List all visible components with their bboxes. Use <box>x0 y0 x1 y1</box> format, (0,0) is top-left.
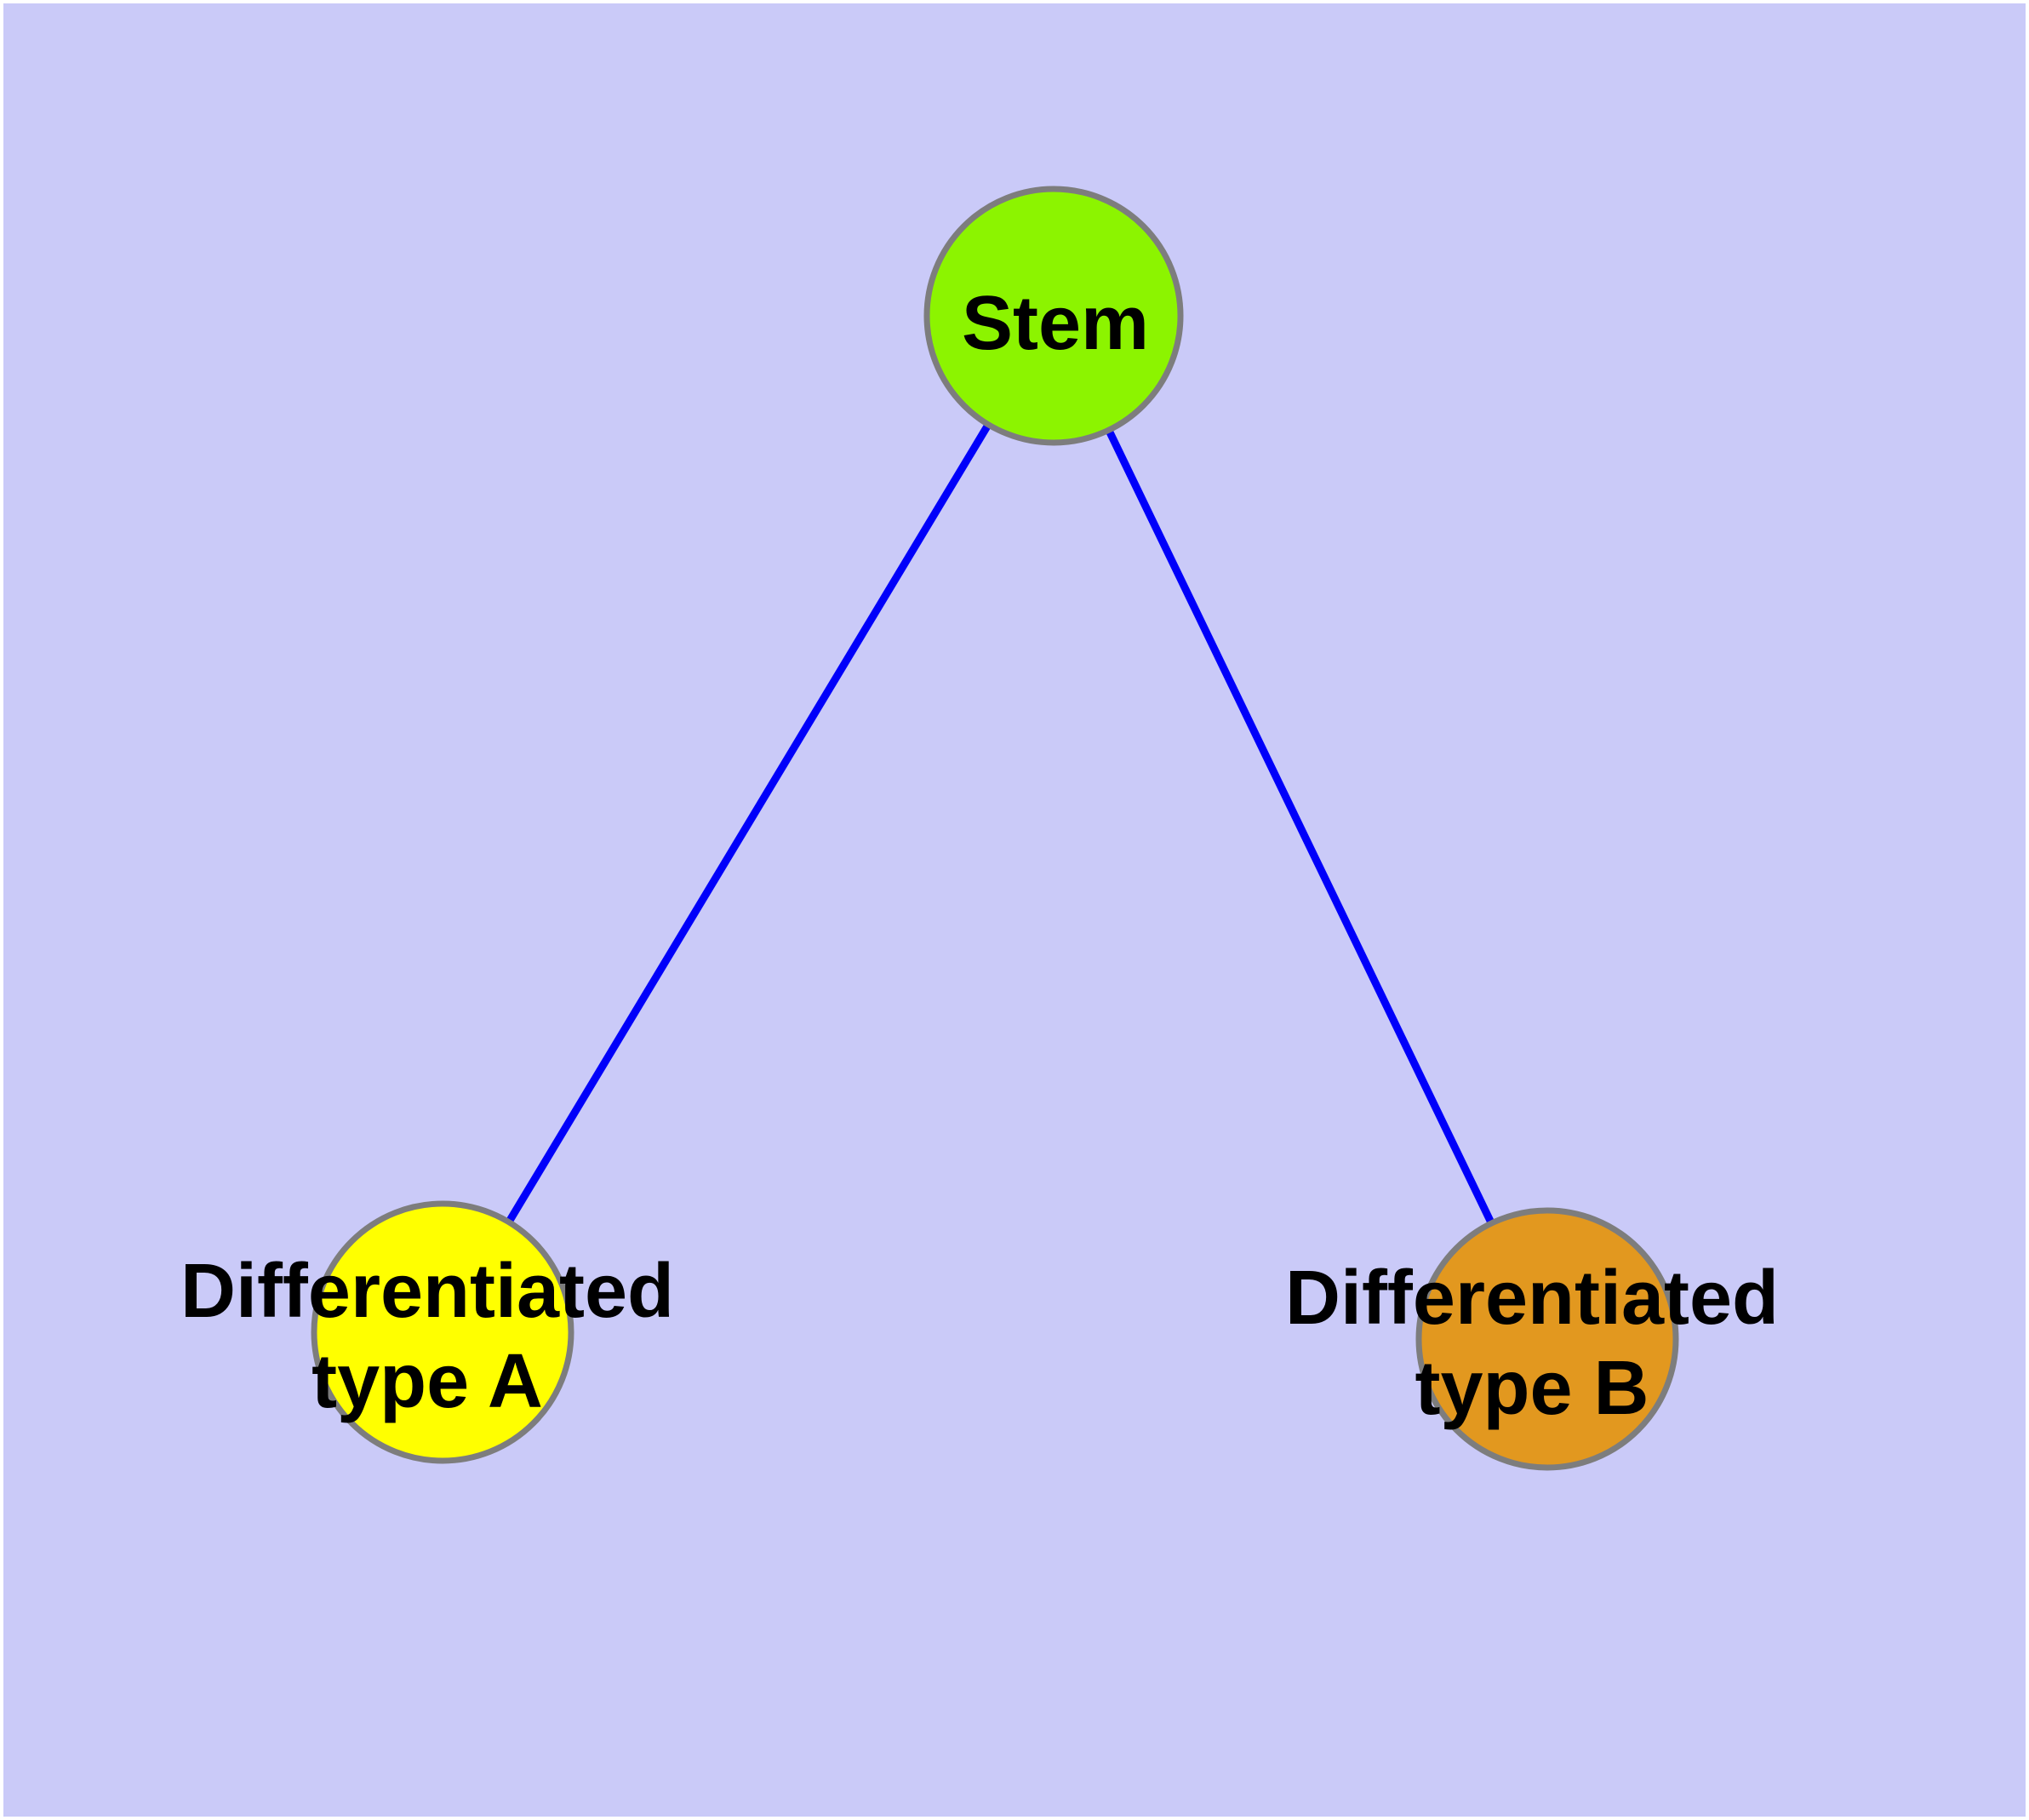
node-differentiated-type-b-label-line2: type B <box>1415 1346 1649 1431</box>
edges <box>439 313 1552 1341</box>
edge-stem-to-differentiated-type-a <box>439 313 1057 1335</box>
node-stem: Stem <box>923 186 1184 446</box>
edge-stem-to-differentiated-type-b <box>1049 314 1552 1341</box>
node-differentiated-type-a-circle <box>311 1200 574 1464</box>
node-differentiated-type-a-label-line2: type A <box>311 1339 543 1424</box>
node-differentiated-type-b-circle <box>1415 1207 1679 1471</box>
node-differentiated-type-b-label-line1: Differentiated <box>1285 1256 1779 1341</box>
node-stem-circle <box>923 186 1184 446</box>
node-differentiated-type-a: Differentiated type A <box>180 1200 674 1464</box>
node-differentiated-type-b: Differentiated type B <box>1285 1207 1779 1471</box>
node-stem-label: Stem <box>962 281 1149 366</box>
node-differentiated-type-a-label-line1: Differentiated <box>180 1249 674 1334</box>
